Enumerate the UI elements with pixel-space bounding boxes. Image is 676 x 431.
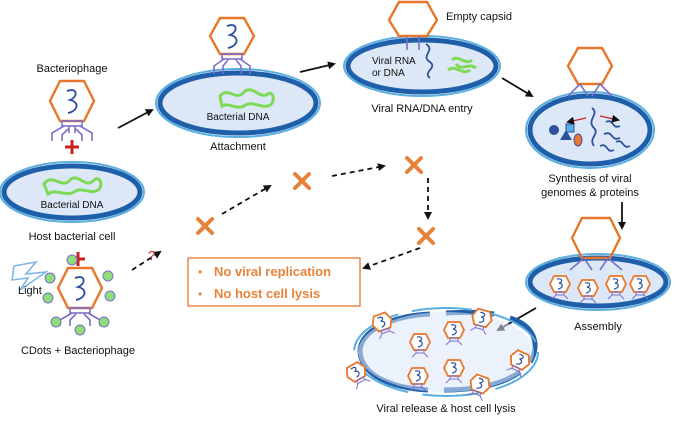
small-phage-icon [371,311,395,340]
label-release: Viral release & host cell lysis [376,403,516,415]
outcome-item-1: No viral replication [214,264,331,279]
arrow-to-synthesis [501,77,534,98]
label-host-cell: Host bacterial cell [29,231,116,243]
label-entry: Viral RNA/DNA entry [371,103,473,115]
arrow-to-entry [299,61,336,73]
cdot-icon [98,316,110,328]
label-synthesis-line1: Synthesis of viral [548,173,631,185]
small-phage-icon [345,361,371,390]
label-cdots-bacteriophage: CDots + Bacteriophage [21,345,135,357]
cdot-icon [102,270,114,282]
cdot-icon [104,290,116,302]
attached-phage-icon [208,16,256,74]
cdot-icon [42,292,54,304]
small-phage-icon [406,367,430,392]
question-mark: ? [148,248,155,263]
small-phage-icon [467,373,491,402]
bullet-icon: • [198,265,202,279]
label-bacteriophage: Bacteriophage [37,63,108,75]
small-phage-icon [604,275,628,300]
cdots-bacteriophage-icon [42,254,116,336]
arrow-to-attachment [117,109,154,129]
small-phage-icon [548,275,572,300]
small-phage-icon [470,307,493,335]
cdot-icon [74,324,86,336]
attachment-cell [155,68,321,138]
light-bolt-icon [11,260,50,291]
small-phage-icon [506,349,530,378]
assembly-new-phages [548,275,652,304]
small-phage-icon [576,279,600,304]
empty-capsid-icon [387,0,439,50]
label-viral-rna-line2: or DNA [372,68,405,79]
cross-icon [196,217,214,235]
label-attachment: Attachment [210,141,266,153]
bullet-icon: • [198,287,202,301]
synthesis-cell [525,91,655,169]
entry-cell [343,35,501,97]
small-phage-icon [408,333,432,358]
host-bacterial-cell [0,161,145,223]
cross-icon [293,172,311,190]
blocked-pathway [131,163,432,271]
outcome-box: • No viral replication • No host cell ly… [187,257,361,307]
label-viral-rna-line1: Viral RNA [372,56,416,67]
cross-icon [417,227,435,245]
label-assembly: Assembly [574,321,622,333]
cross-icon [405,156,423,174]
small-phage-icon [442,321,466,346]
label-host-bacterial-dna: Bacterial DNA [41,200,104,211]
assembly-capsid-icon [569,216,623,271]
plus-icon [65,140,79,154]
label-empty-capsid: Empty capsid [446,11,512,23]
label-synthesis-line2: genomes & proteins [541,187,639,199]
released-phages [345,307,530,402]
cdot-icon [50,316,62,328]
synthesis-capsid-icon [566,46,614,97]
bacteriophage-icon [48,79,96,141]
label-attachment-bacterial-dna: Bacterial DNA [207,112,270,123]
cdot-icon [44,272,56,284]
cdot-icon [66,254,78,266]
label-light: Light [18,285,42,297]
small-phage-icon [442,359,466,384]
outcome-item-2: No host cell lysis [214,286,320,301]
small-phage-icon [628,275,652,300]
